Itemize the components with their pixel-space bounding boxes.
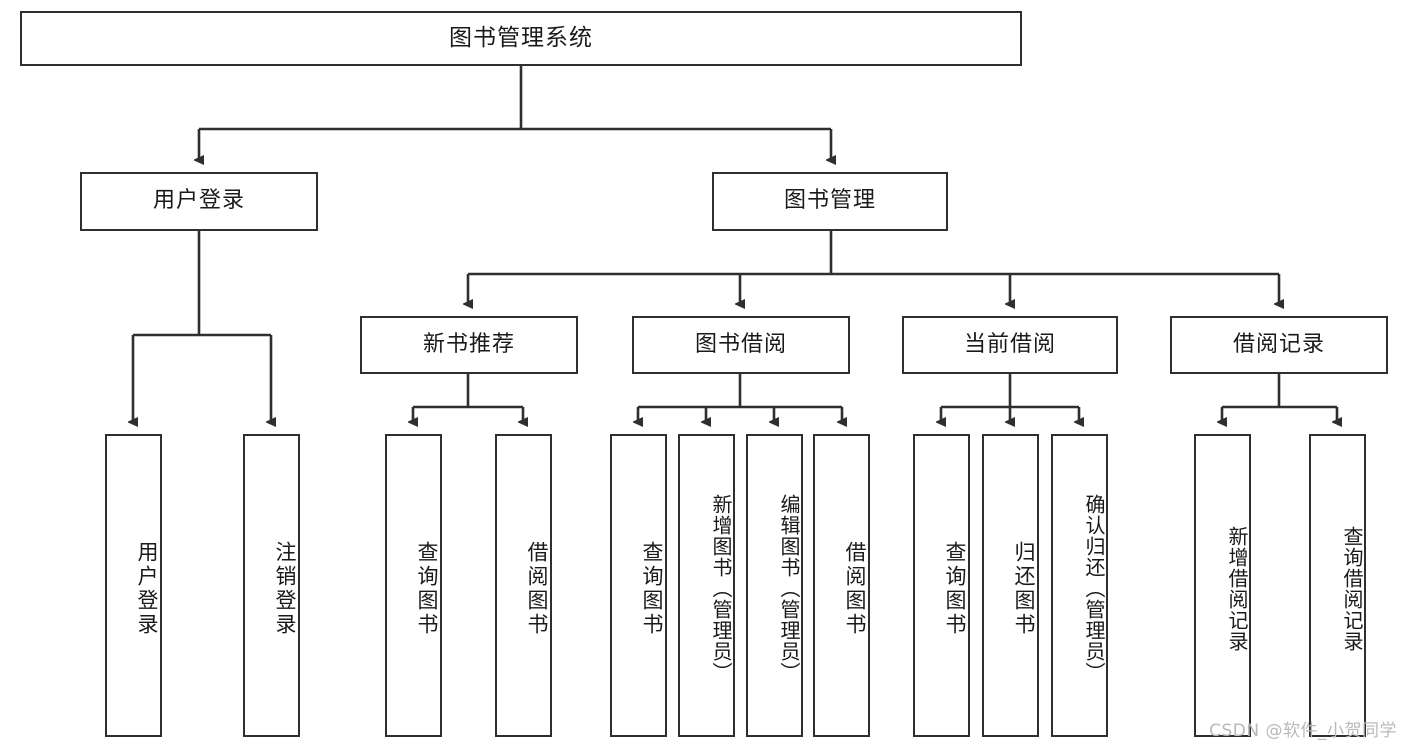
watermark-text: CSDN @软件_小贺同学 [1209,721,1397,741]
leaf-user-login-login[interactable]: 用户登录 [105,434,162,737]
leaf-current-borrow-confirm-admin[interactable]: 确认归还（管理员） [1051,434,1108,737]
node-book-borrow[interactable]: 图书借阅 [632,316,850,374]
leaf-borrow-record-add[interactable]: 新增借阅记录 [1194,434,1251,737]
leaf-book-borrow-edit-admin[interactable]: 编辑图书（管理员） [746,434,803,737]
node-book-management[interactable]: 图书管理 [712,172,948,231]
node-new-book-recommend[interactable]: 新书推荐 [360,316,578,374]
leaf-new-book-query[interactable]: 查询图书 [385,434,442,737]
leaf-current-borrow-return[interactable]: 归还图书 [982,434,1039,737]
leaf-book-borrow-query[interactable]: 查询图书 [610,434,667,737]
node-borrow-record[interactable]: 借阅记录 [1170,316,1388,374]
leaf-current-borrow-query[interactable]: 查询图书 [913,434,970,737]
leaf-book-borrow-add-admin[interactable]: 新增图书（管理员） [678,434,735,737]
leaf-borrow-record-query[interactable]: 查询借阅记录 [1309,434,1366,737]
leaf-new-book-borrow[interactable]: 借阅图书 [495,434,552,737]
node-current-borrow[interactable]: 当前借阅 [902,316,1118,374]
leaf-user-login-logout[interactable]: 注销登录 [243,434,300,737]
node-root-system[interactable]: 图书管理系统 [20,11,1022,66]
node-user-login[interactable]: 用户登录 [80,172,318,231]
leaf-book-borrow-borrow[interactable]: 借阅图书 [813,434,870,737]
